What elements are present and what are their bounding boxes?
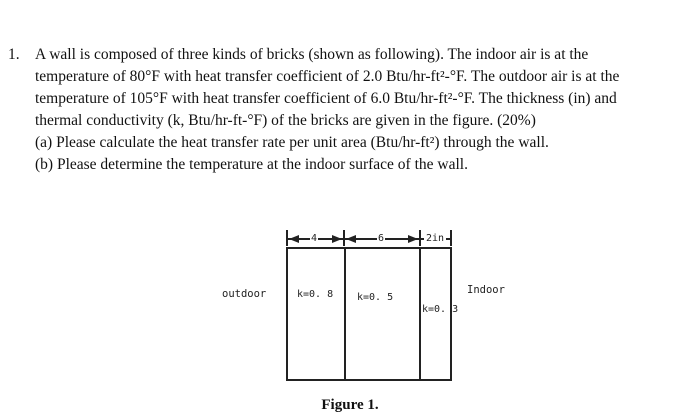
arrow-right-icon bbox=[332, 235, 342, 243]
dimension-tick bbox=[450, 230, 452, 246]
dimension-label-brick-1: 4 bbox=[310, 233, 319, 245]
brick-divider bbox=[419, 249, 421, 379]
arrow-right-icon bbox=[408, 235, 418, 243]
statement-line-1: A wall is composed of three kinds of bri… bbox=[35, 46, 589, 63]
dimension-tick bbox=[419, 230, 421, 246]
part-a: (a) Please calculate the heat transfer r… bbox=[35, 134, 549, 151]
statement-line-2: temperature of 80°F with heat transfer c… bbox=[35, 68, 620, 85]
dimension-label-brick-2: 6 bbox=[377, 233, 386, 245]
arrow-left-icon bbox=[289, 235, 299, 243]
outdoor-label: outdoor bbox=[222, 288, 267, 300]
brick-divider bbox=[344, 249, 346, 379]
problem-parts: (a) Please calculate the heat transfer r… bbox=[35, 132, 692, 176]
conductivity-brick-2: k=0. 5 bbox=[357, 292, 394, 304]
dimension-tick bbox=[343, 230, 345, 246]
statement-line-3: temperature of 105°F with heat transfer … bbox=[35, 90, 617, 107]
arrow-left-icon bbox=[346, 235, 356, 243]
indoor-label: Indoor bbox=[467, 284, 505, 296]
statement-line-4: thermal conductivity (k, Btu/hr-ft-°F) o… bbox=[35, 112, 536, 129]
conductivity-brick-3: k=0. 3 bbox=[422, 304, 459, 315]
figure-caption: Figure 1. bbox=[321, 397, 379, 413]
dimension-label-brick-3: 2in bbox=[424, 233, 447, 245]
part-b: (b) Please determine the temperature at … bbox=[35, 156, 468, 173]
wall-outline bbox=[286, 247, 452, 381]
conductivity-brick-1: k=0. 8 bbox=[297, 289, 334, 301]
dimension-line bbox=[288, 238, 452, 240]
problem-number: 1. bbox=[8, 46, 20, 63]
dimension-tick bbox=[286, 230, 288, 246]
problem-body: A wall is composed of three kinds of bri… bbox=[35, 44, 692, 132]
problem-statement: 1. A wall is composed of three kinds of … bbox=[8, 44, 692, 176]
